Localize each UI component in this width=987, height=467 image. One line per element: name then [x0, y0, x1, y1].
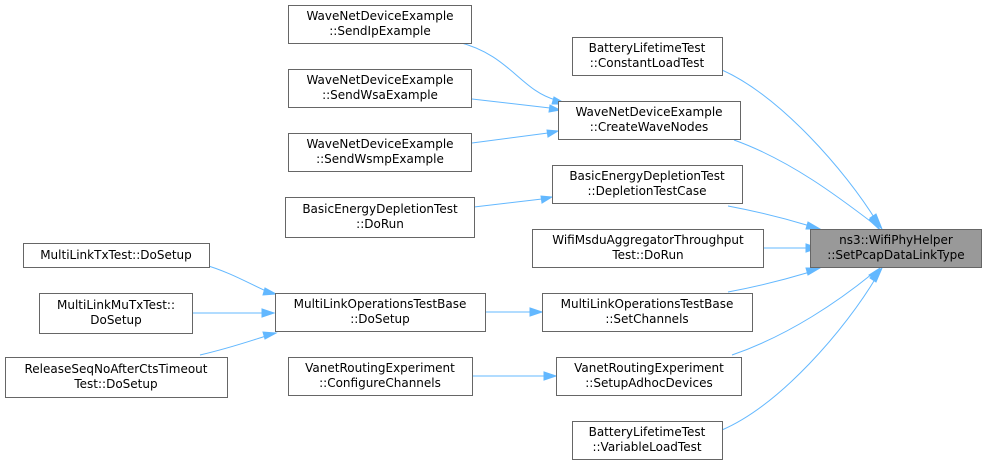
node-label-line: WaveNetDeviceExample — [306, 9, 453, 23]
node-release[interactable]: ReleaseSeqNoAfterCtsTimeout Test::DoSetu… — [5, 357, 228, 398]
node-label-line: ::VariableLoadTest — [592, 440, 701, 454]
node-label-line: ::SendWsaExample — [322, 88, 438, 102]
arrowhead — [543, 371, 558, 381]
node-label-line: BatteryLifetimeTest — [589, 41, 706, 55]
arrowhead — [540, 195, 554, 204]
node-vanet-conf[interactable]: VanetRoutingExperiment ::ConfigureChanne… — [288, 357, 473, 396]
node-label-line: MultiLinkOperationsTestBase — [561, 297, 734, 311]
node-label-line: ::SendIpExample — [329, 24, 431, 38]
arrowhead — [261, 308, 276, 318]
node-vanet-adhoc[interactable]: VanetRoutingExperiment ::SetupAdhocDevic… — [556, 357, 742, 396]
node-wave-wsmp[interactable]: WaveNetDeviceExample ::SendWsmpExample — [288, 133, 472, 172]
arrowhead — [262, 287, 278, 296]
edge-release-to-mlo-setup — [199, 335, 267, 356]
node-label-line: ReleaseSeqNoAfterCtsTimeout — [25, 362, 208, 376]
node-wifi-msdu[interactable]: WifiMsduAggregatorThroughput Test::DoRun — [532, 229, 764, 268]
arrowhead — [548, 104, 562, 113]
node-basic-run[interactable]: BasicEnergyDepletionTest ::DoRun — [285, 197, 475, 238]
node-label-line: VanetRoutingExperiment — [574, 361, 724, 375]
node-battery-const[interactable]: BatteryLifetimeTest ::ConstantLoadTest — [572, 37, 723, 76]
edge-mlo-channels-to-target — [727, 271, 811, 293]
edge-battery-var-to-target — [721, 275, 878, 431]
edge-basic-run-to-basic-depl — [473, 198, 543, 208]
node-wave-create[interactable]: WaveNetDeviceExample ::CreateWaveNodes — [558, 101, 741, 140]
edge-wave-ip-to-wave-create — [457, 41, 557, 101]
node-label-line: BasicEnergyDepletionTest — [302, 202, 458, 216]
node-wave-ip[interactable]: WaveNetDeviceExample ::SendIpExample — [288, 5, 472, 44]
node-label-line: ::SetChannels — [605, 312, 688, 326]
edge-wave-wsa-to-wave-create — [471, 98, 551, 109]
node-label-line: MultiLinkMuTxTest:: — [57, 298, 175, 312]
node-label-line: ::SetupAdhocDevices — [585, 376, 712, 390]
arrowhead — [529, 307, 544, 317]
node-label-line: WaveNetDeviceExample — [306, 73, 453, 87]
arrowhead — [262, 331, 278, 340]
node-label-line: BatteryLifetimeTest — [589, 425, 706, 439]
node-label-line: MultiLinkTxTest::DoSetup — [40, 248, 192, 262]
node-label-line: ns3::WifiPhyHelper — [839, 233, 953, 247]
node-wave-wsa[interactable]: WaveNetDeviceExample ::SendWsaExample — [288, 69, 472, 108]
node-label-line: ::SetPcapDataLinkType — [827, 248, 964, 262]
node-mltx[interactable]: MultiLinkTxTest::DoSetup — [23, 243, 210, 268]
edge-mltx-to-mlo-setup — [201, 263, 267, 292]
node-battery-var[interactable]: BatteryLifetimeTest ::VariableLoadTest — [572, 421, 723, 460]
node-mlo-setup[interactable]: MultiLinkOperationsTestBase ::DoSetup — [275, 293, 486, 332]
arrowhead — [805, 221, 822, 230]
node-mlo-channels[interactable]: MultiLinkOperationsTestBase ::SetChannel… — [542, 293, 753, 332]
node-label-line: ::CreateWaveNodes — [590, 120, 708, 134]
node-label-line: VanetRoutingExperiment — [305, 361, 455, 375]
node-basic-depl[interactable]: BasicEnergyDepletionTest ::DepletionTest… — [552, 165, 743, 204]
arrowhead — [546, 129, 560, 138]
node-label-line: DoSetup — [90, 313, 142, 327]
node-label-line: ::ConstantLoadTest — [590, 56, 705, 70]
edges — [192, 41, 883, 431]
node-label-line: MultiLinkOperationsTestBase — [294, 297, 467, 311]
edge-vanet-adhoc-to-target — [731, 273, 873, 356]
node-label-line: ::DoSetup — [350, 312, 410, 326]
node-label-line: Test::DoRun — [611, 248, 683, 262]
edge-wave-create-to-target — [733, 139, 875, 225]
node-label-line: ::DepletionTestCase — [587, 184, 706, 198]
edge-basic-depl-to-target — [727, 205, 811, 227]
node-label-line: WaveNetDeviceExample — [306, 137, 453, 151]
node-label-line: WifiMsduAggregatorThroughput — [552, 233, 744, 247]
arrowhead — [805, 267, 822, 276]
node-label-line: ::ConfigureChannels — [319, 376, 441, 390]
node-label-line: WaveNetDeviceExample — [575, 105, 722, 119]
arrowhead — [869, 267, 883, 283]
arrowhead — [868, 215, 881, 231]
node-target[interactable]: ns3::WifiPhyHelper ::SetPcapDataLinkType — [810, 229, 982, 268]
node-label-line: Test::DoSetup — [73, 377, 157, 391]
node-label-line: ::DoRun — [356, 217, 404, 231]
node-label-line: BasicEnergyDepletionTest — [569, 169, 725, 183]
node-mlmu[interactable]: MultiLinkMuTxTest:: DoSetup — [39, 293, 193, 334]
edge-battery-const-to-target — [721, 69, 878, 223]
edge-wave-wsmp-to-wave-create — [471, 132, 549, 144]
node-label-line: ::SendWsmpExample — [316, 152, 444, 166]
